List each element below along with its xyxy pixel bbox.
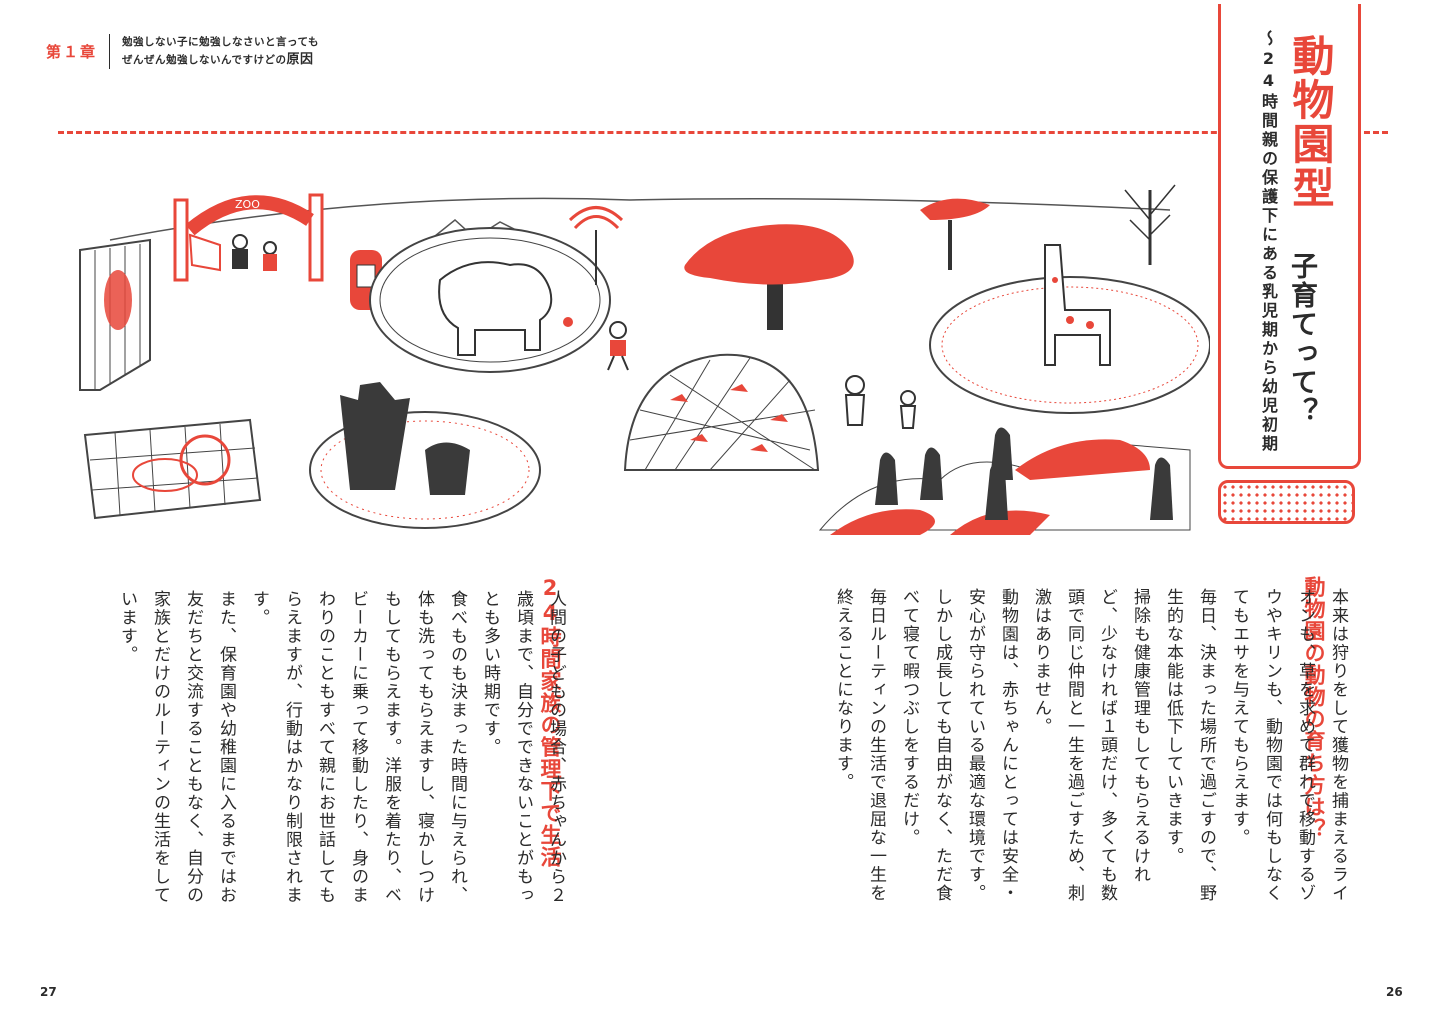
lion xyxy=(179,434,231,486)
header-divider xyxy=(109,34,111,69)
page-number-right: 26 xyxy=(1386,985,1403,999)
section2-paragraph: また、保育園や幼稚園に入るまではお友だちと交流することもなく、自分の家族とだけの… xyxy=(117,590,236,905)
section1-paragraph: 毎日ルーティンの生活で退屈な一生を終えることになります。 xyxy=(833,588,886,903)
gate-sign: ZOO xyxy=(235,198,260,211)
giraffe xyxy=(1044,244,1111,366)
penguin-area xyxy=(818,427,1191,535)
running-header: 第１章 勉強しない子に勉強しなさいと言っても ぜんぜん勉強しないんですけどの原因 xyxy=(46,34,319,69)
title-sub: 子育てって？ xyxy=(1286,252,1317,426)
child-figure xyxy=(607,321,629,371)
elephant xyxy=(438,261,553,356)
title-main: 動物園型 xyxy=(1286,34,1335,210)
title-tagline: 〜24時間親の保護下にある乳児期から幼児初期 xyxy=(1259,30,1278,454)
section2-body: 人間の子どもの場合、赤ちゃんから２歳頃まで、自分でできないことがもっとも多い時期… xyxy=(110,590,572,920)
lion-cage xyxy=(83,418,262,520)
penguin-4 xyxy=(985,462,1008,520)
red-tree xyxy=(684,224,854,330)
dashed-divider xyxy=(58,131,1388,134)
small-bear xyxy=(425,442,470,495)
section2-paragraph: 人間の子どもの場合、赤ちゃんから２歳頃まで、自分でできないことがもっとも多い時期… xyxy=(480,590,566,905)
palm-tree xyxy=(568,206,624,285)
bear-enclosure xyxy=(309,382,541,529)
penguin-2 xyxy=(920,447,943,500)
section2-heading: 24時間家族の管理下で生活 xyxy=(538,576,562,868)
parent-child-figures xyxy=(844,375,917,429)
big-bear xyxy=(340,382,410,490)
chapter-title: 勉強しない子に勉強しなさいと言っても ぜんぜん勉強しないんですけどの原因 xyxy=(122,34,319,69)
dotted-decoration xyxy=(1218,480,1355,524)
penguin-1 xyxy=(875,452,898,505)
monkey-cage xyxy=(79,238,151,391)
section1-paragraph: 掃除も健康管理もしてもらえるけれど、少なければ１頭だけ、多くても数頭で同じ仲間と… xyxy=(1031,588,1150,903)
chapter-title-line2-emphasis: 原因 xyxy=(286,52,314,67)
section1-paragraph: 毎日、決まった場所で過ごすので、野生的な本能は低下していきます。 xyxy=(1163,588,1216,903)
chapter-title-line2: ぜんぜん勉強しないんですけどの原因 xyxy=(122,51,319,69)
acacia-tree xyxy=(920,198,990,270)
giraffe-enclosure xyxy=(929,244,1210,414)
elephant-enclosure xyxy=(369,227,611,373)
section1-paragraph: しかし成長しても自由がなく、ただ食べて寝て暇つぶしをするだけ。 xyxy=(899,588,952,903)
chapter-title-line1: 勉強しない子に勉強しなさいと言っても xyxy=(122,36,319,48)
bare-tree xyxy=(1124,184,1176,265)
section1-heading: 動物園の動物の育ち方は？ xyxy=(1302,576,1326,840)
title-box: 動物園型 子育てって？ 〜24時間親の保護下にある乳児期から幼児初期 xyxy=(1218,4,1361,469)
horizon-line xyxy=(109,197,1171,241)
section1-body: 本来は狩りをして獲物を捕まえるライオンも、草を求めて群れで移動するゾウやキリンも… xyxy=(826,588,1354,918)
zoo-illustration: ZOO xyxy=(79,184,1210,535)
section1-paragraph: 本来は狩りをして獲物を捕まえるライオンも、草を求めて群れで移動するゾウやキリンも… xyxy=(1229,588,1348,903)
family-figures xyxy=(232,234,277,271)
penguin-5 xyxy=(1150,457,1173,520)
section1-paragraph: 動物園は、赤ちゃんにとっては安全・安心が守られている最適な環境です。 xyxy=(965,588,1018,903)
section2-paragraph: 食べものも決まった時間に与えられ、体も洗ってもらえますし、寝かしつけもしてもらえ… xyxy=(249,590,467,905)
page-number-left: 27 xyxy=(40,985,57,999)
chapter-label: 第１章 xyxy=(46,43,98,61)
bird-dome xyxy=(623,353,820,471)
zoo-gate: ZOO xyxy=(173,193,324,282)
chapter-title-line2-text: ぜんぜん勉強しないんですけどの xyxy=(122,54,287,66)
